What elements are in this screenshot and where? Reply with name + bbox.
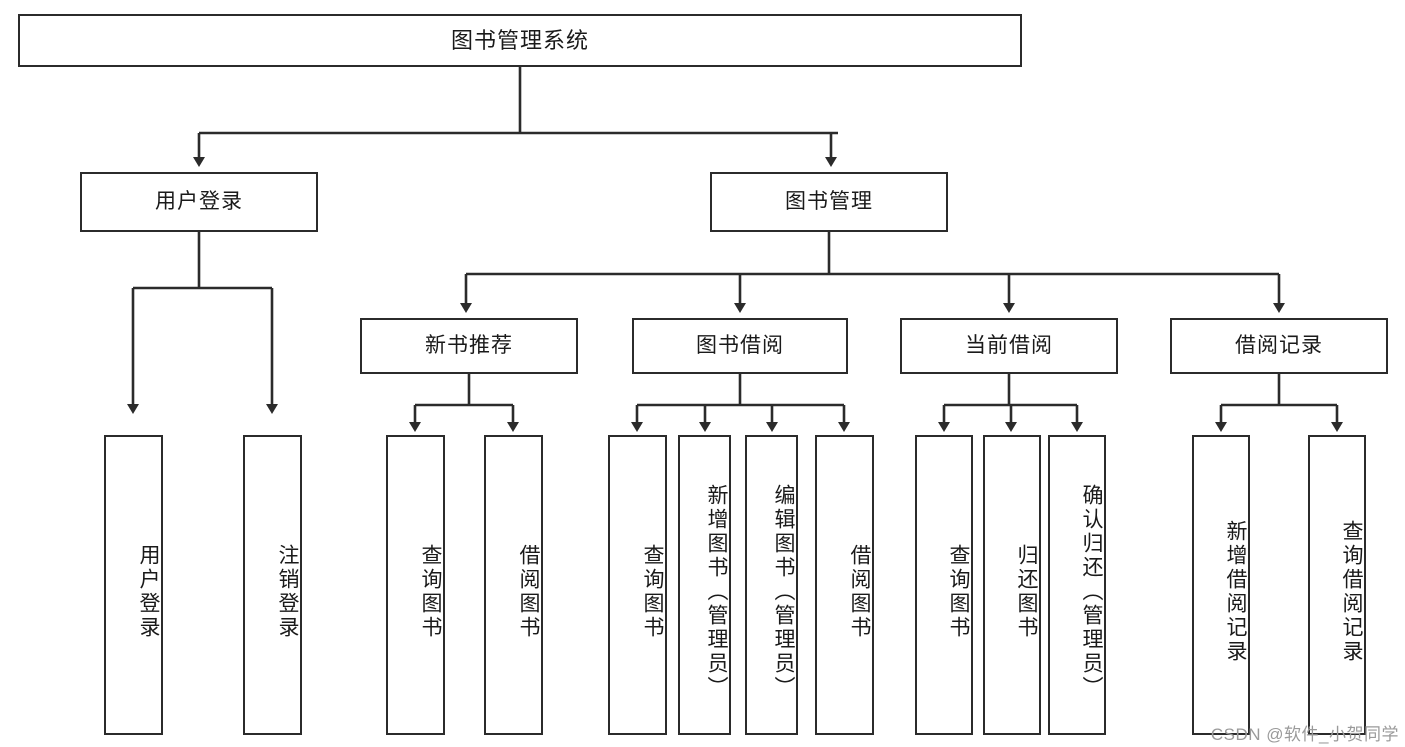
leaf-borrow-book-2-label: 借阅图书: [848, 544, 871, 640]
leaf-confirm-return[interactable]: 确认归还（管理员）: [1048, 435, 1106, 735]
csdn-watermark: CSDN @软件_小贺同学: [1210, 725, 1399, 744]
leaf-add-record-label: 新增借阅记录: [1224, 520, 1247, 664]
node-user-login[interactable]: 用户登录: [80, 172, 318, 232]
leaf-return-book-label: 归还图书: [1015, 544, 1038, 640]
leaf-query-record-label: 查询借阅记录: [1340, 520, 1363, 664]
leaf-query-book-2-label: 查询图书: [641, 544, 664, 640]
leaf-borrow-book-2[interactable]: 借阅图书: [815, 435, 874, 735]
leaf-query-record[interactable]: 查询借阅记录: [1308, 435, 1366, 735]
node-book-manage[interactable]: 图书管理: [710, 172, 948, 232]
node-new-book-recommend[interactable]: 新书推荐: [360, 318, 578, 374]
leaf-user-logout-label: 注销登录: [276, 544, 299, 640]
node-book-borrow[interactable]: 图书借阅: [632, 318, 848, 374]
leaf-add-record[interactable]: 新增借阅记录: [1192, 435, 1250, 735]
leaf-edit-book-label: 编辑图书（管理员）: [772, 484, 795, 700]
leaf-query-book-1[interactable]: 查询图书: [386, 435, 445, 735]
leaf-add-book[interactable]: 新增图书（管理员）: [678, 435, 731, 735]
node-current-borrow[interactable]: 当前借阅: [900, 318, 1118, 374]
node-root-book-management-system[interactable]: 图书管理系统: [18, 14, 1022, 67]
leaf-add-book-label: 新增图书（管理员）: [705, 484, 728, 700]
leaf-edit-book[interactable]: 编辑图书（管理员）: [745, 435, 798, 735]
leaf-query-book-1-label: 查询图书: [419, 544, 442, 640]
node-borrow-record[interactable]: 借阅记录: [1170, 318, 1388, 374]
leaf-user-login[interactable]: 用户登录: [104, 435, 163, 735]
leaf-borrow-book-1[interactable]: 借阅图书: [484, 435, 543, 735]
leaf-user-login-label: 用户登录: [137, 544, 160, 640]
leaf-user-logout[interactable]: 注销登录: [243, 435, 302, 735]
leaf-query-book-3[interactable]: 查询图书: [915, 435, 973, 735]
leaf-return-book[interactable]: 归还图书: [983, 435, 1041, 735]
leaf-confirm-return-label: 确认归还（管理员）: [1080, 484, 1103, 700]
leaf-query-book-2[interactable]: 查询图书: [608, 435, 667, 735]
leaf-borrow-book-1-label: 借阅图书: [517, 544, 540, 640]
leaf-query-book-3-label: 查询图书: [947, 544, 970, 640]
